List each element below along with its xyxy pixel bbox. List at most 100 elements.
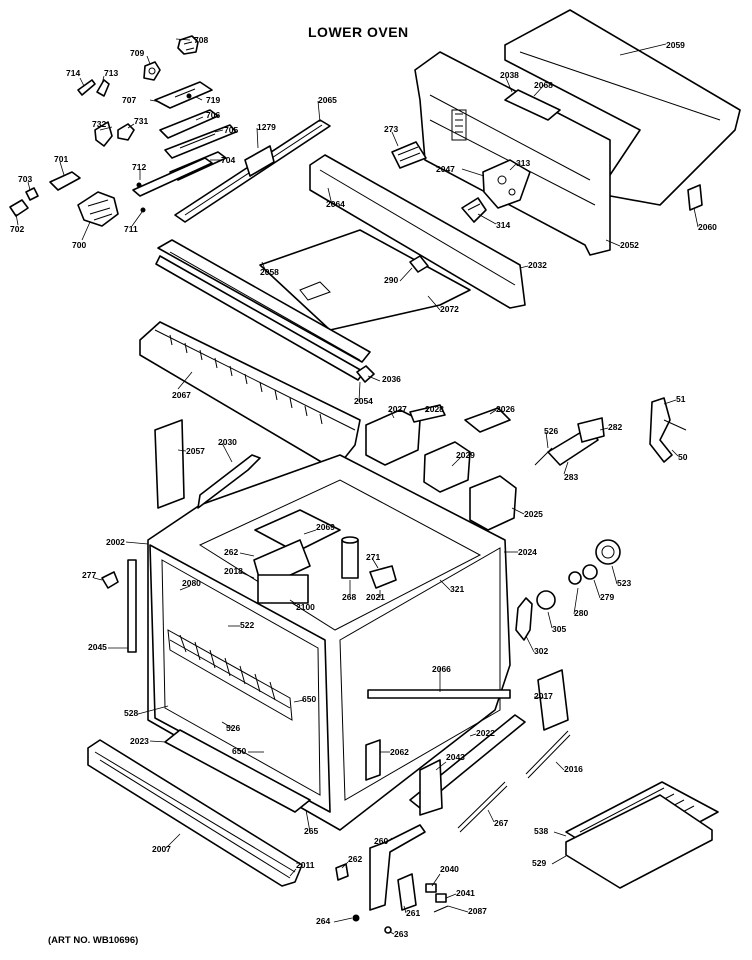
part-label-p2032: 2032 — [528, 260, 547, 270]
part-label-p321: 321 — [450, 584, 464, 594]
igniter-bracket-cluster — [9, 35, 237, 227]
part-label-p526: 526 — [544, 426, 558, 436]
part-label-p2028: 2028 — [425, 404, 444, 414]
part-label-p2065: 2065 — [318, 95, 337, 105]
part-label-p2069: 2069 — [316, 522, 335, 532]
part-label-p2021: 2021 — [366, 592, 385, 602]
vent-frame-2067 — [139, 321, 375, 471]
part-label-p523: 523 — [617, 578, 631, 588]
part-label-p2036: 2036 — [382, 374, 401, 384]
part-label-p528: 528 — [124, 708, 138, 718]
part-label-p2059: 2059 — [666, 40, 685, 50]
part-label-p264: 264 — [316, 916, 330, 926]
part-label-p51: 51 — [676, 394, 686, 404]
part-label-p714: 714 — [66, 68, 80, 78]
part-label-p305: 305 — [552, 624, 566, 634]
part-label-p2064: 2064 — [326, 199, 345, 209]
part-label-p262: 262 — [224, 547, 238, 557]
part-label-p2067: 2067 — [172, 390, 191, 400]
part-label-p522: 522 — [240, 620, 254, 630]
part-label-p538: 538 — [534, 826, 548, 836]
part-label-p2029: 2029 — [456, 450, 475, 460]
ignition-parts — [534, 397, 687, 466]
part-label-p2030: 2030 — [218, 437, 237, 447]
part-label-p2072: 2072 — [440, 304, 459, 314]
part-label-p290: 290 — [384, 275, 398, 285]
part-label-p704: 704 — [221, 155, 235, 165]
part-label-p2024: 2024 — [518, 547, 537, 557]
part-label-p302: 302 — [534, 646, 548, 656]
part-label-p2027: 2027 — [388, 404, 407, 414]
part-label-p712: 712 — [132, 162, 146, 172]
diagram-title: LOWER OVEN — [308, 24, 409, 40]
part-label-p265: 265 — [304, 826, 318, 836]
part-label-p50: 50 — [678, 452, 688, 462]
part-label-p650b: 650 — [232, 746, 246, 756]
part-label-p703: 703 — [18, 174, 32, 184]
part-label-p708: 708 — [194, 35, 208, 45]
rear-cover-assembly — [414, 9, 741, 256]
part-label-p283: 283 — [564, 472, 578, 482]
art-number: (ART NO. WB10696) — [48, 935, 138, 946]
part-label-p2041: 2041 — [456, 888, 475, 898]
part-label-p314: 314 — [496, 220, 510, 230]
part-label-p2058: 2058 — [260, 267, 279, 277]
door-hinge-assembly — [335, 824, 449, 934]
oven-lamp-parts — [515, 539, 621, 641]
part-label-p719: 719 — [206, 95, 220, 105]
part-label-p2018: 2018 — [224, 566, 243, 576]
front-top-frame-2058 — [155, 239, 371, 381]
part-label-p2038a: 2038 — [500, 70, 519, 80]
part-label-p711: 711 — [124, 224, 138, 234]
part-label-p2002: 2002 — [106, 537, 125, 547]
part-label-p268: 268 — [342, 592, 356, 602]
part-label-p2040: 2040 — [440, 864, 459, 874]
part-label-p701: 701 — [54, 154, 68, 164]
part-label-p705: 705 — [224, 125, 238, 135]
part-label-p529: 529 — [532, 858, 546, 868]
part-label-p273: 273 — [384, 124, 398, 134]
part-label-p271: 271 — [366, 552, 380, 562]
part-label-p706: 706 — [206, 110, 220, 120]
part-label-p2047: 2047 — [436, 164, 455, 174]
part-label-p313: 313 — [516, 158, 530, 168]
part-label-p1279: 1279 — [257, 122, 276, 132]
part-label-p2043: 2043 — [446, 752, 465, 762]
part-label-p2016: 2016 — [564, 764, 583, 774]
part-label-p2080: 2080 — [182, 578, 201, 588]
part-label-p732: 732 — [92, 119, 106, 129]
part-label-p260: 260 — [374, 836, 388, 846]
part-label-p261: 261 — [406, 908, 420, 918]
part-label-p700: 700 — [72, 240, 86, 250]
part-label-p2011: 2011 — [296, 860, 315, 870]
part-label-p2054: 2054 — [354, 396, 373, 406]
oven-body — [101, 404, 517, 831]
part-label-p279: 279 — [600, 592, 614, 602]
part-label-p277: 277 — [82, 570, 96, 580]
broiler-pan — [565, 781, 719, 889]
part-labels: 708 709 714 713 707 719 706 732 731 705 1279 2065 70… — [10, 35, 717, 939]
part-label-p2007: 2007 — [152, 844, 171, 854]
part-label-p262b: 262 — [348, 854, 362, 864]
part-label-p709: 709 — [130, 48, 144, 58]
part-label-p2062: 2062 — [390, 747, 409, 757]
part-label-p2017: 2017 — [534, 691, 553, 701]
part-label-p267: 267 — [494, 818, 508, 828]
part-label-p2023: 2023 — [130, 736, 149, 746]
right-lower-brackets — [409, 669, 571, 833]
part-label-p2026: 2026 — [496, 404, 515, 414]
part-label-p713: 713 — [104, 68, 118, 78]
part-label-p2060: 2060 — [698, 222, 717, 232]
part-label-p707: 707 — [122, 95, 136, 105]
part-label-p2052: 2052 — [620, 240, 639, 250]
part-label-p2045: 2045 — [88, 642, 107, 652]
part-label-p731: 731 — [134, 116, 148, 126]
part-label-p2022: 2022 — [476, 728, 495, 738]
part-label-p282: 282 — [608, 422, 622, 432]
leader-lines — [15, 38, 699, 935]
upper-front-brace — [174, 119, 331, 223]
part-label-p2100: 2100 — [296, 602, 315, 612]
part-label-p2087: 2087 — [468, 906, 487, 916]
bottom-trim-2007 — [87, 739, 303, 887]
